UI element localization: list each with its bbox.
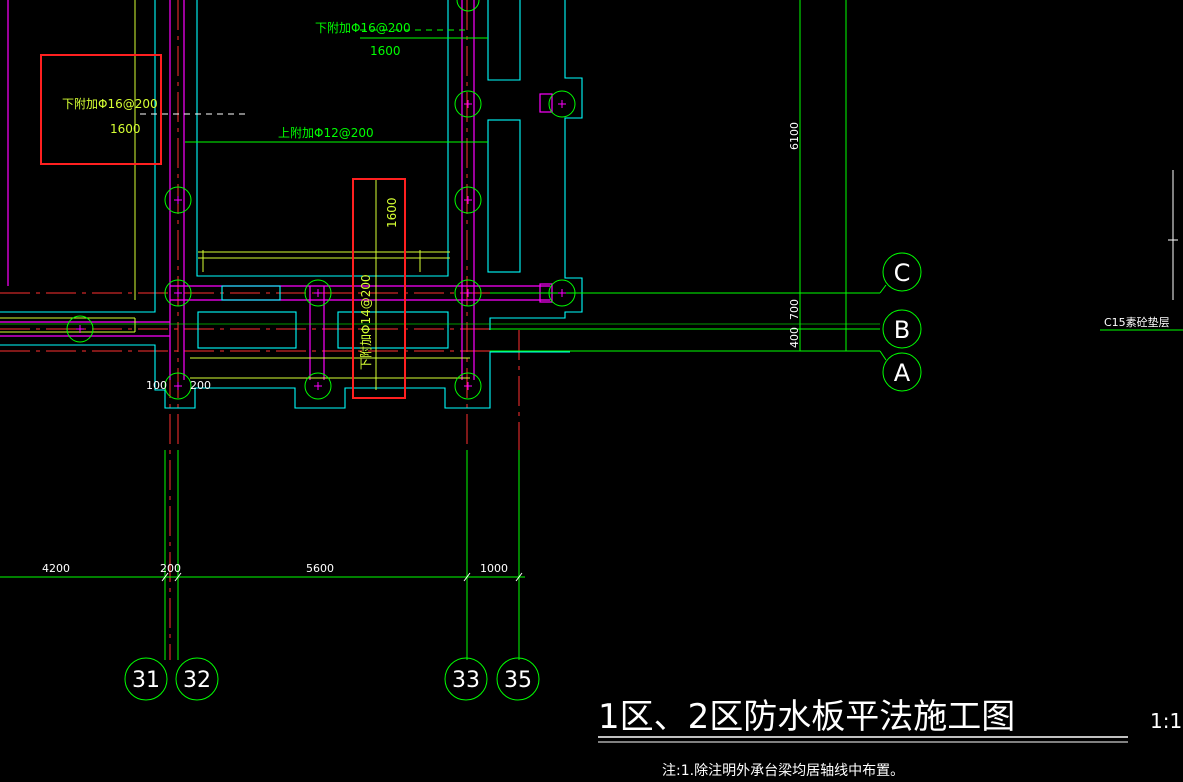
dim-200-bottom: 200 — [160, 562, 181, 575]
rebar-vertical-length: 1600 — [385, 197, 399, 228]
title-block: 1区、2区防水板平法施工图 1:10 注:1.除注明外承台梁均居轴线中布置。 — [598, 697, 1183, 779]
axis-35: 35 — [504, 668, 532, 693]
drawing-scale: 1:10 — [1150, 709, 1183, 733]
axis-B: B — [894, 316, 910, 344]
dim-400: 400 — [788, 327, 801, 348]
rebar-upper-label: 上附加Φ12@200 — [278, 126, 374, 140]
pile-center-marks — [76, 100, 566, 390]
right-dimensions: 6100 700 400 — [788, 122, 801, 348]
col-axis-bubbles — [124, 657, 540, 701]
axis-32: 32 — [183, 668, 211, 693]
dim-4200: 4200 — [42, 562, 70, 575]
drawing-title: 1区、2区防水板平法施工图 — [598, 697, 1015, 737]
axis-31: 31 — [132, 668, 160, 693]
bottom-dimensions: 4200 200 5600 1000 — [42, 562, 523, 582]
leader-lines — [0, 0, 1183, 660]
dim-5600: 5600 — [306, 562, 334, 575]
foundation-outlines — [0, 0, 583, 409]
side-label: C15素砼垫层 — [1104, 315, 1170, 329]
axis-A: A — [894, 359, 911, 387]
dim-100: 100 — [146, 379, 167, 392]
dim-1000: 1000 — [480, 562, 508, 575]
dim-6100: 6100 — [788, 122, 801, 150]
rebar-left-label: 下附加Φ16@200 — [62, 97, 158, 111]
rebar-vertical-label: 下附加Φ14@200 — [359, 274, 373, 370]
dim-700: 700 — [788, 299, 801, 320]
row-axis-bubbles: C B A — [879, 252, 922, 392]
rebar-annotations: 下附加Φ16@200 1600 下附加Φ16@200 1600 上附加Φ12@2… — [62, 21, 411, 392]
rebar-top-label: 下附加Φ16@200 — [315, 21, 411, 35]
dimension-lines — [0, 0, 470, 390]
rebar-top-length: 1600 — [370, 44, 401, 58]
highlight-box-vertical — [352, 178, 406, 399]
col-axis-labels: 31 32 33 35 — [132, 668, 532, 693]
axis-C: C — [894, 259, 911, 287]
axis-33: 33 — [452, 668, 480, 693]
drawing-note: 注:1.除注明外承台梁均居轴线中布置。 — [662, 763, 904, 779]
dim-200: 200 — [190, 379, 211, 392]
pile-circles — [66, 0, 576, 400]
dashed-leaders — [140, 29, 470, 115]
highlight-box-left — [40, 54, 162, 165]
rebar-left-length: 1600 — [110, 122, 141, 136]
